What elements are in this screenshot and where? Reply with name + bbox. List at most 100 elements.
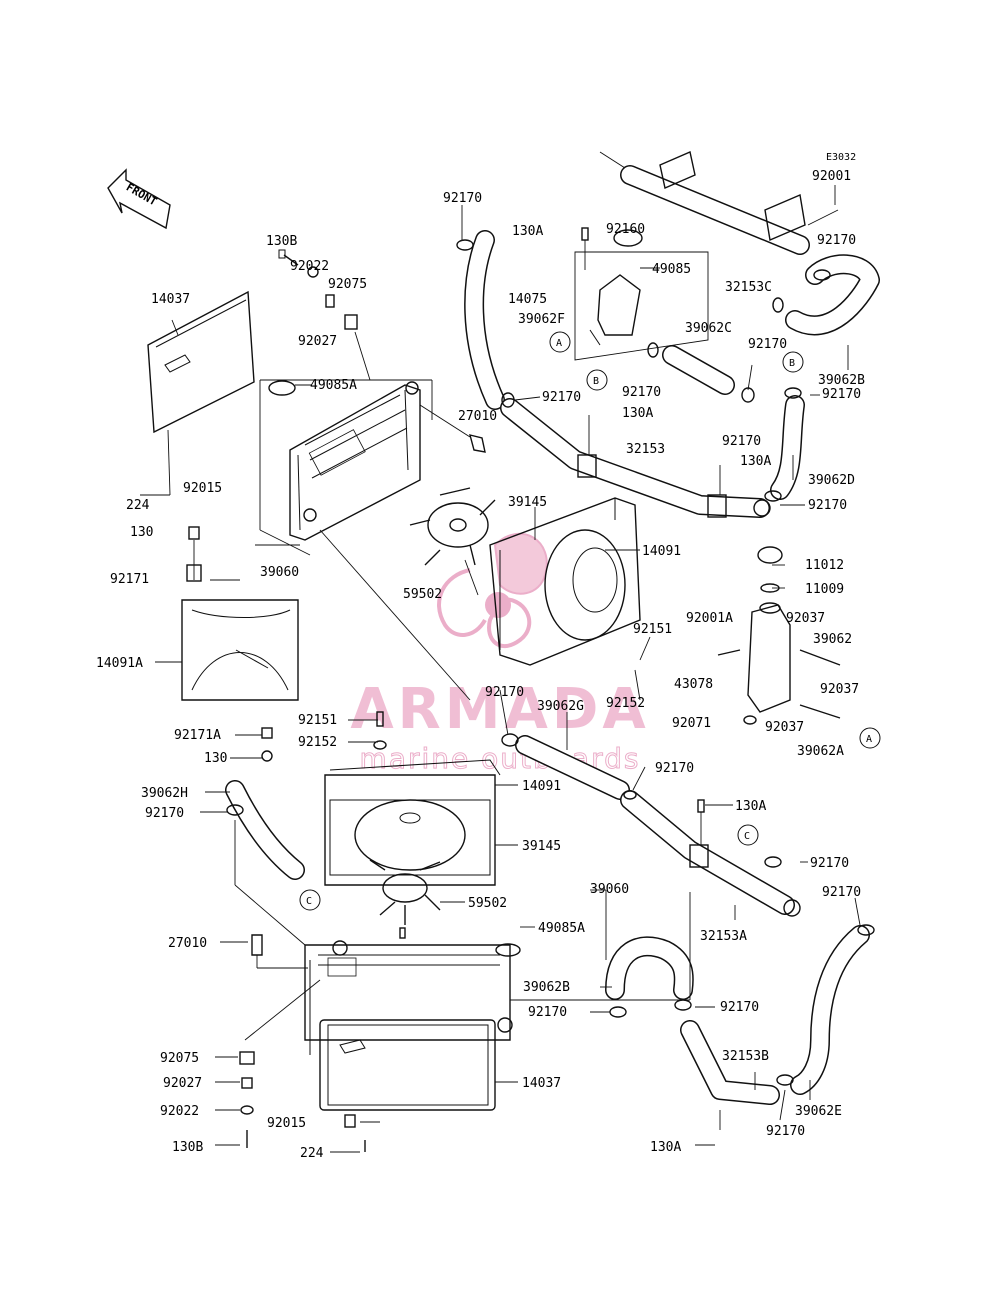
label-92015-a: 92015 [183, 481, 222, 496]
label-92170-l: 92170 [810, 856, 849, 871]
label-92022-a: 92022 [290, 259, 329, 274]
ref-b-upper-right: B [789, 358, 795, 369]
label-92170-b: 92170 [817, 233, 856, 248]
label-92027-b: 92027 [163, 1076, 202, 1091]
label-92170-d: 92170 [822, 387, 861, 402]
temperature-switch-upper [419, 404, 486, 453]
label-130a-a: 130A [512, 224, 543, 239]
label-39062e: 39062E [795, 1104, 842, 1119]
label-39062: 39062 [813, 632, 852, 647]
label-92171a: 92171A [174, 728, 221, 743]
label-130-b: 130 [204, 751, 227, 766]
fan-lower [369, 859, 441, 939]
watermark-brand: ARMADA [350, 677, 649, 742]
label-27010-b: 27010 [168, 936, 207, 951]
ref-b-upper-left: B [593, 376, 599, 387]
label-130b-b: 130B [172, 1140, 203, 1155]
label-130a-e: 130A [650, 1140, 681, 1155]
label-39060-b: 39060 [590, 882, 629, 897]
label-92071: 92071 [672, 716, 711, 731]
temperature-switch-lower [251, 934, 308, 969]
label-39060-a: 39060 [260, 565, 299, 580]
label-32153a: 32153A [700, 929, 747, 944]
mounting-hardware-lower [239, 979, 321, 1148]
pipe-32153 [577, 454, 771, 518]
label-92160: 92160 [606, 222, 645, 237]
label-92027-a: 92027 [298, 334, 337, 349]
label-14037-b: 14037 [522, 1076, 561, 1091]
label-39062a: 39062A [797, 744, 844, 759]
label-92075-b: 92075 [160, 1051, 199, 1066]
label-92037-b: 92037 [820, 682, 859, 697]
label-14037-a: 14037 [151, 292, 190, 307]
ref-markers-lower: C C [299, 824, 759, 911]
label-92170-c: 92170 [748, 337, 787, 352]
label-49085a-b: 49085A [538, 921, 585, 936]
radiator-lower [304, 940, 521, 1055]
label-130a-b: 130A [622, 406, 653, 421]
label-92022-b: 92022 [160, 1104, 199, 1119]
label-92170-o: 92170 [720, 1000, 759, 1015]
label-92170-n: 92170 [528, 1005, 567, 1020]
label-43078: 43078 [674, 677, 713, 692]
ref-c-right: C [744, 831, 750, 842]
label-92170-k: 92170 [145, 806, 184, 821]
label-92075-a: 92075 [328, 277, 367, 292]
label-92001a: 92001A [686, 611, 733, 626]
ref-markers-upper: A B B A [549, 331, 881, 749]
fan-shroud-lower-panel [181, 526, 299, 762]
label-224-b: 224 [300, 1146, 324, 1161]
label-92170-m: 92170 [822, 885, 861, 900]
ref-c-left: C [306, 896, 312, 907]
label-59502-b: 59502 [468, 896, 507, 911]
label-92170-i: 92170 [485, 685, 524, 700]
label-130-a: 130 [130, 525, 153, 540]
label-92151-a: 92151 [633, 622, 672, 637]
label-92001: 92001 [812, 169, 851, 184]
front-arrow-icon: FRONT [107, 168, 171, 230]
label-92170-h: 92170 [808, 498, 847, 513]
label-11009: 11009 [805, 582, 844, 597]
part-labels: 92001 92170 130A 92160 49085 14075 39062… [96, 169, 865, 1161]
label-27010-a: 27010 [458, 409, 497, 424]
label-92170-a: 92170 [443, 191, 482, 206]
hose-clamps-upper [456, 239, 831, 502]
fan-upper [409, 487, 496, 566]
label-14091-b: 14091 [522, 779, 561, 794]
label-130b-a: 130B [266, 234, 297, 249]
label-92015-b: 92015 [267, 1116, 306, 1131]
pipe-bracket-32153c [599, 151, 806, 241]
label-92170-f: 92170 [542, 390, 581, 405]
label-39145-b: 39145 [522, 839, 561, 854]
label-92170-g: 92170 [722, 434, 761, 449]
label-130a-c: 130A [740, 454, 771, 469]
radiator-screen-upper [140, 290, 255, 496]
radiator-upper [259, 379, 433, 556]
pipe-32153a [689, 799, 801, 917]
label-130a-d: 130A [735, 799, 766, 814]
label-92170-p: 92170 [766, 1124, 805, 1139]
leader-lines [155, 185, 861, 1153]
label-92037-a: 92037 [786, 611, 825, 626]
label-14075: 14075 [508, 292, 547, 307]
label-92037-c: 92037 [765, 720, 804, 735]
label-92152-b: 92152 [298, 735, 337, 750]
label-39062c: 39062C [685, 321, 732, 336]
label-14091a: 14091A [96, 656, 143, 671]
watermark-logo-icon [437, 532, 548, 648]
label-32153: 32153 [626, 442, 665, 457]
mounting-hardware-upper [278, 249, 371, 381]
label-39145-a: 39145 [508, 495, 547, 510]
label-49085: 49085 [652, 262, 691, 277]
label-59502-a: 59502 [403, 587, 442, 602]
ref-a-upper: A [556, 338, 562, 349]
label-92151-b: 92151 [298, 713, 337, 728]
watermark: ARMADA marine outboards [350, 532, 649, 776]
label-11012: 11012 [805, 558, 844, 573]
label-92152-a: 92152 [606, 696, 645, 711]
label-39062d: 39062D [808, 473, 855, 488]
fan-shroud-upper [489, 497, 641, 666]
ref-a-tank: A [866, 734, 872, 745]
label-39062h: 39062H [141, 786, 188, 801]
